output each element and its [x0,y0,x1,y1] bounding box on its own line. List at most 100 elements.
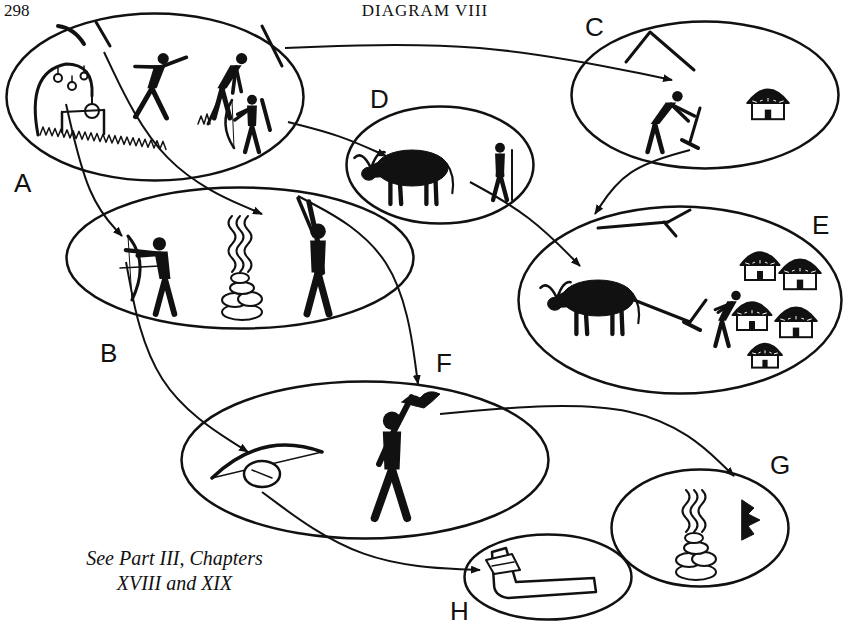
hoeing-scene [690,108,700,142]
hut-figure [738,313,742,314]
diagram-title: DIAGRAM VIII [320,1,530,21]
hut-figure [748,344,782,368]
hunting-scene [68,82,76,90]
hoeing-scene [626,32,789,152]
hut-figure [768,98,769,101]
human-figure [500,155,503,175]
human-figure [722,321,729,346]
hut-figure [745,312,747,314]
human-figure [655,124,662,152]
ellipse-outline [463,533,633,621]
human-figure [392,469,407,518]
hut-figure [749,321,755,330]
derivation-arrow [470,182,580,266]
hut-figure [780,101,784,102]
ellipse-region: E [517,205,843,395]
music-scene [244,461,280,487]
hut-figure [746,263,750,264]
human-figure [375,397,412,518]
fire-stones [685,533,703,543]
human-figure [247,95,257,105]
hut-figure [788,318,790,320]
hut-figure [753,101,757,102]
ploughing-scene [540,210,820,368]
human-figure [500,174,507,200]
human-figure [383,412,401,430]
hut-figure [765,262,767,264]
hoeing-scene [626,32,694,70]
hunting-scene [198,114,210,124]
hut-figure [779,260,821,274]
smoke-lines [237,216,244,272]
human-figure [152,88,167,118]
hut-figure [733,302,772,330]
page-number: 298 [4,1,64,21]
hut-figure [808,319,812,320]
human-figure [236,67,241,91]
hunting-scene [54,74,62,82]
hunting-scene [232,100,234,148]
ellipse-region: F [180,380,550,540]
smoke-lines [683,490,706,532]
ox-figure [354,150,453,204]
ox-figure [447,164,453,194]
fire-stones [231,273,249,283]
derivation-arrow [298,196,418,384]
ellipse-region: D [345,105,535,225]
hut-figure [747,90,789,120]
hunting-scene [262,100,270,130]
arm-figure [486,554,520,574]
ploughing-scene [598,222,668,228]
region-letter: C [585,14,604,40]
ellipse-outline [180,380,550,540]
smoke-lines [245,216,252,272]
derivation-arrow [104,52,262,214]
ox-figure [540,285,556,296]
ellipse-outline [347,107,534,224]
hut-figure [785,271,789,272]
hut-figure [748,344,782,355]
hut-figure [752,311,753,314]
ploughing-scene [634,300,690,322]
human-figure [158,53,169,64]
hut-figure [747,90,789,104]
hut-figure [765,110,771,120]
human-figure [310,240,326,272]
smoke-lines [229,216,252,272]
hunting-scene [35,64,92,135]
hut-figure [806,270,808,272]
ellipse-outline [517,205,843,395]
ox-figure [633,294,639,324]
fire-scene [742,500,760,540]
region-letter: E [812,212,829,238]
ellipse-outline [519,207,842,394]
hut-figure [800,268,801,271]
ellipse-outline [570,20,840,170]
human-figure [318,243,323,272]
music-scene [402,392,440,408]
hunting-scene [103,110,106,134]
region-letter: H [450,598,469,624]
human-figure [493,143,507,200]
human-figure [307,202,329,314]
hut-figure [775,308,817,322]
hut-figure [757,271,763,280]
hunting-scene [91,96,93,104]
hut-figure [779,260,821,290]
derivation-arrow [126,262,248,452]
hut-figure [760,261,761,264]
hut-figure [762,360,767,368]
ellipse-region: C [570,20,840,170]
hut-figure [741,252,780,280]
human-figure [236,53,247,64]
ploughing-scene [684,322,700,330]
ellipse-outline [5,12,305,182]
fire-scene [676,490,760,580]
ellipse-region: G [610,468,790,588]
hut-figure [771,263,775,264]
hut-figure [753,353,756,355]
ploughing-scene [690,300,706,322]
